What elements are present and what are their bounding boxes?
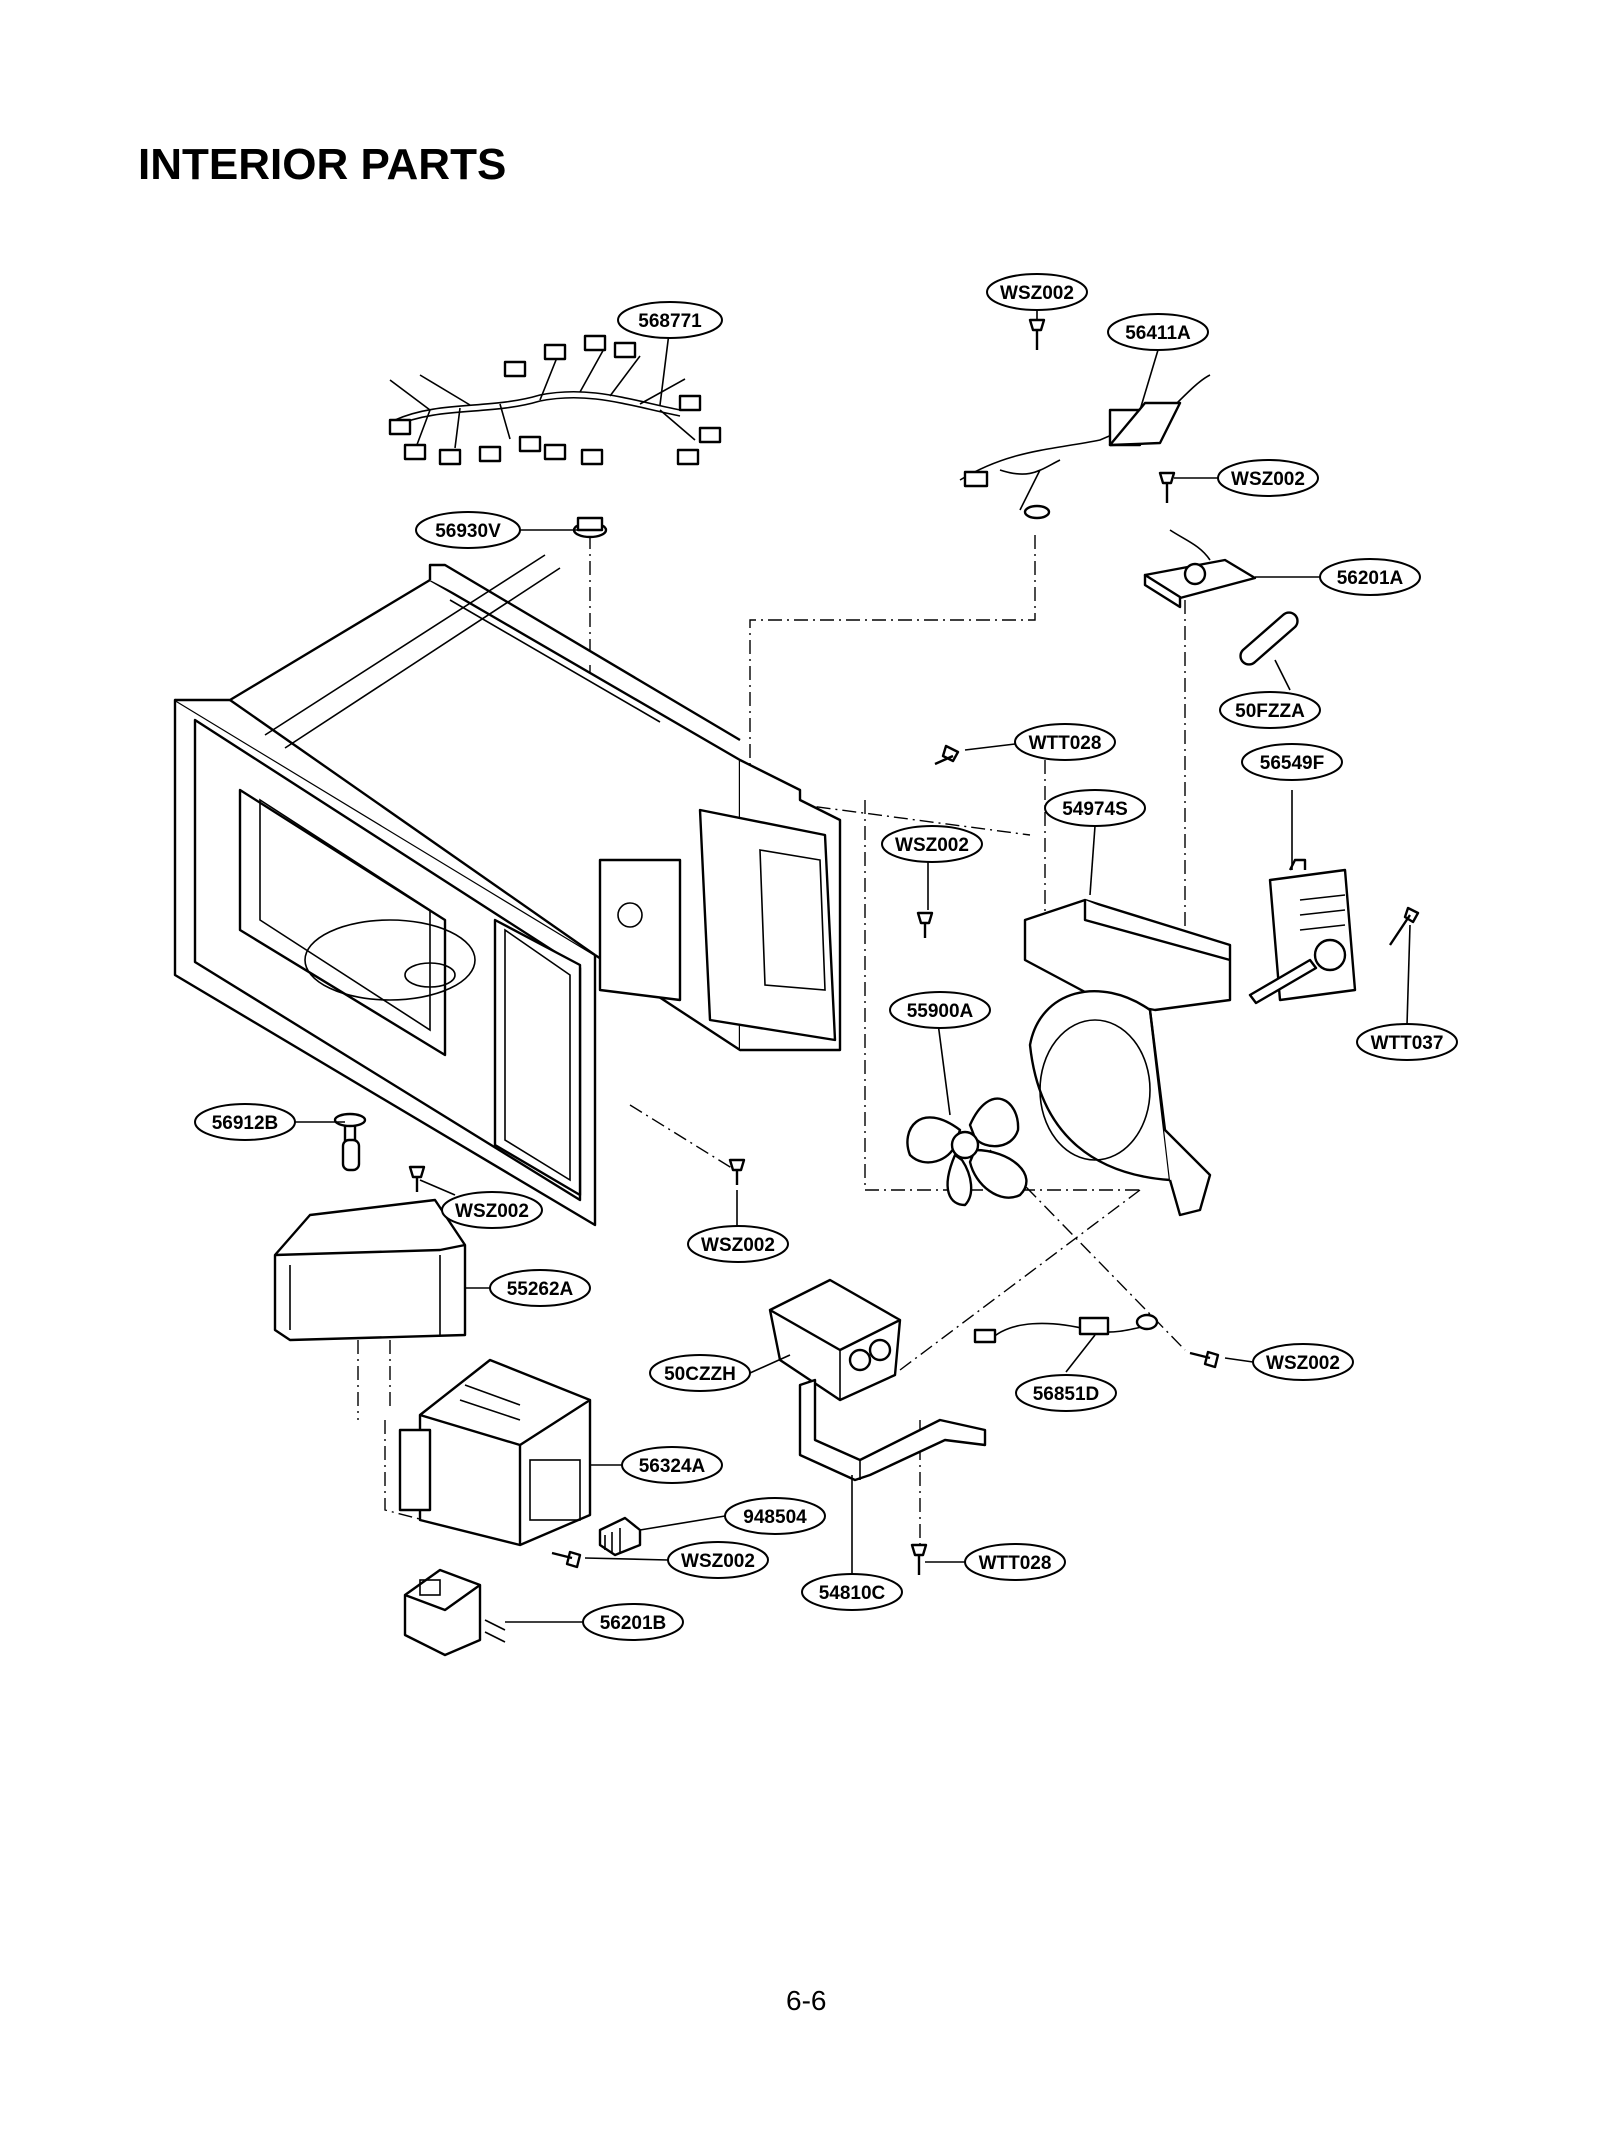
capacitor-bracket-part <box>798 1378 987 1482</box>
leader-lines <box>290 308 1411 1623</box>
svg-text:WSZ002: WSZ002 <box>895 835 969 856</box>
label-56912B: 56912B <box>194 1103 296 1141</box>
fan-blade-part <box>906 1097 1028 1207</box>
svg-text:56201B: 56201B <box>600 1613 667 1634</box>
label-56324A: 56324A <box>621 1446 723 1484</box>
label-WTT028-a: WTT028 <box>1014 723 1116 761</box>
svg-text:55900A: 55900A <box>907 1001 974 1022</box>
label-WSZ002-e: WSZ002 <box>687 1225 789 1263</box>
label-56549F: 56549F <box>1241 743 1343 781</box>
fuse-holder-part <box>403 1568 506 1657</box>
svg-text:50FZZA: 50FZZA <box>1235 701 1305 722</box>
svg-text:56324A: 56324A <box>639 1456 706 1477</box>
label-55262A: 55262A <box>489 1269 591 1307</box>
svg-text:WSZ002: WSZ002 <box>455 1201 529 1222</box>
fan-bracket-part <box>1023 898 1232 1217</box>
label-WSZ002-g: WSZ002 <box>667 1541 769 1579</box>
svg-text:56411A: 56411A <box>1125 323 1191 344</box>
label-948504: 948504 <box>724 1497 826 1535</box>
label-WSZ002-c: WSZ002 <box>881 825 983 863</box>
svg-text:56930V: 56930V <box>435 521 501 542</box>
label-56930V: 56930V <box>415 511 521 549</box>
label-54810C: 54810C <box>801 1573 903 1611</box>
svg-text:56549F: 56549F <box>1260 753 1324 774</box>
label-WTT028-b: WTT028 <box>964 1543 1066 1581</box>
label-54974S: 54974S <box>1044 789 1146 827</box>
fan-motor-part <box>1248 858 1357 1005</box>
label-56201B: 56201B <box>582 1603 684 1641</box>
label-50FZZA: 50FZZA <box>1219 691 1321 729</box>
svg-text:WSZ002: WSZ002 <box>1000 283 1074 304</box>
label-56201A: 56201A <box>1319 558 1421 596</box>
svg-text:56912B: 56912B <box>212 1113 279 1134</box>
label-WSZ002-b: WSZ002 <box>1217 459 1319 497</box>
cavity-part <box>173 554 842 1227</box>
label-50CZZH: 50CZZH <box>649 1354 751 1392</box>
part-labels: 568771 56930V WSZ002 56411A WSZ002 56201… <box>194 273 1458 1641</box>
thermostat-part <box>572 516 608 539</box>
page-number: 6-6 <box>786 1985 827 2016</box>
fuse-part <box>1239 611 1299 666</box>
svg-text:54974S: 54974S <box>1062 799 1128 820</box>
thermal-pad-part <box>598 1516 642 1557</box>
svg-text:948504: 948504 <box>743 1507 807 1528</box>
wire-harness-part <box>388 334 722 466</box>
label-568771: 568771 <box>617 301 723 339</box>
svg-text:WSZ002: WSZ002 <box>681 1551 755 1572</box>
label-56411A: 56411A <box>1107 313 1209 351</box>
svg-text:WSZ002: WSZ002 <box>701 1235 775 1256</box>
label-56851D: 56851D <box>1015 1374 1117 1412</box>
transformer-cover-part <box>273 1112 467 1342</box>
svg-text:WTT028: WTT028 <box>1029 733 1102 754</box>
svg-text:WSZ002: WSZ002 <box>1266 1353 1340 1374</box>
screws <box>408 318 1420 1575</box>
switch-board-part <box>1143 529 1257 609</box>
svg-text:WSZ002: WSZ002 <box>1231 469 1305 490</box>
label-WTT037: WTT037 <box>1356 1023 1458 1061</box>
label-WSZ002-f: WSZ002 <box>1252 1343 1354 1381</box>
page-title: INTERIOR PARTS <box>138 140 507 189</box>
label-WSZ002-d: WSZ002 <box>441 1191 543 1229</box>
svg-text:56201A: 56201A <box>1337 568 1404 589</box>
magnetron-part <box>398 1358 592 1547</box>
cord-part <box>959 374 1211 520</box>
label-WSZ002-top: WSZ002 <box>986 273 1088 311</box>
capacitor-part <box>768 1278 902 1402</box>
svg-text:WTT028: WTT028 <box>979 1553 1052 1574</box>
svg-text:54810C: 54810C <box>819 1583 886 1604</box>
svg-text:50CZZH: 50CZZH <box>664 1364 736 1385</box>
noise-filter-part <box>973 1313 1159 1344</box>
svg-text:55262A: 55262A <box>507 1279 574 1300</box>
svg-text:WTT037: WTT037 <box>1371 1033 1444 1054</box>
svg-text:56851D: 56851D <box>1033 1384 1100 1405</box>
svg-text:568771: 568771 <box>638 311 702 332</box>
label-55900A: 55900A <box>889 991 991 1029</box>
